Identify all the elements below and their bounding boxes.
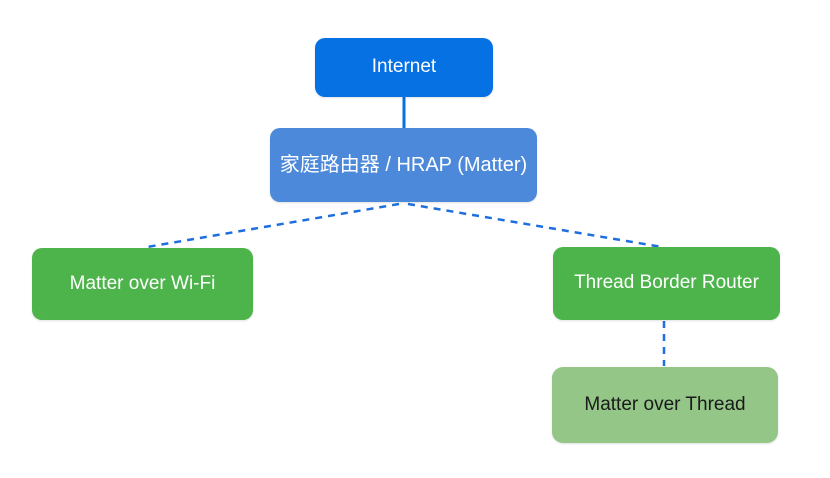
node-matter-thread-label: Matter over Thread [584, 393, 746, 415]
node-internet-label: Internet [371, 56, 437, 78]
node-home-router: 家庭路由器 / HRAP (Matter) [270, 128, 537, 202]
edge-home-router-to-thread-border-router [407, 202, 663, 249]
edge-home-router-to-matter-wifi [146, 202, 400, 249]
node-home-router-label: 家庭路由器 / HRAP (Matter) [279, 154, 528, 176]
node-thread-border-router: Thread Border Router [553, 247, 780, 320]
node-matter-wifi: Matter over Wi-Fi [32, 248, 253, 320]
node-matter-thread: Matter over Thread [552, 367, 778, 443]
node-internet: Internet [315, 38, 493, 97]
node-thread-border-router-label: Thread Border Router [574, 272, 759, 294]
node-matter-wifi-label: Matter over Wi-Fi [69, 272, 216, 294]
